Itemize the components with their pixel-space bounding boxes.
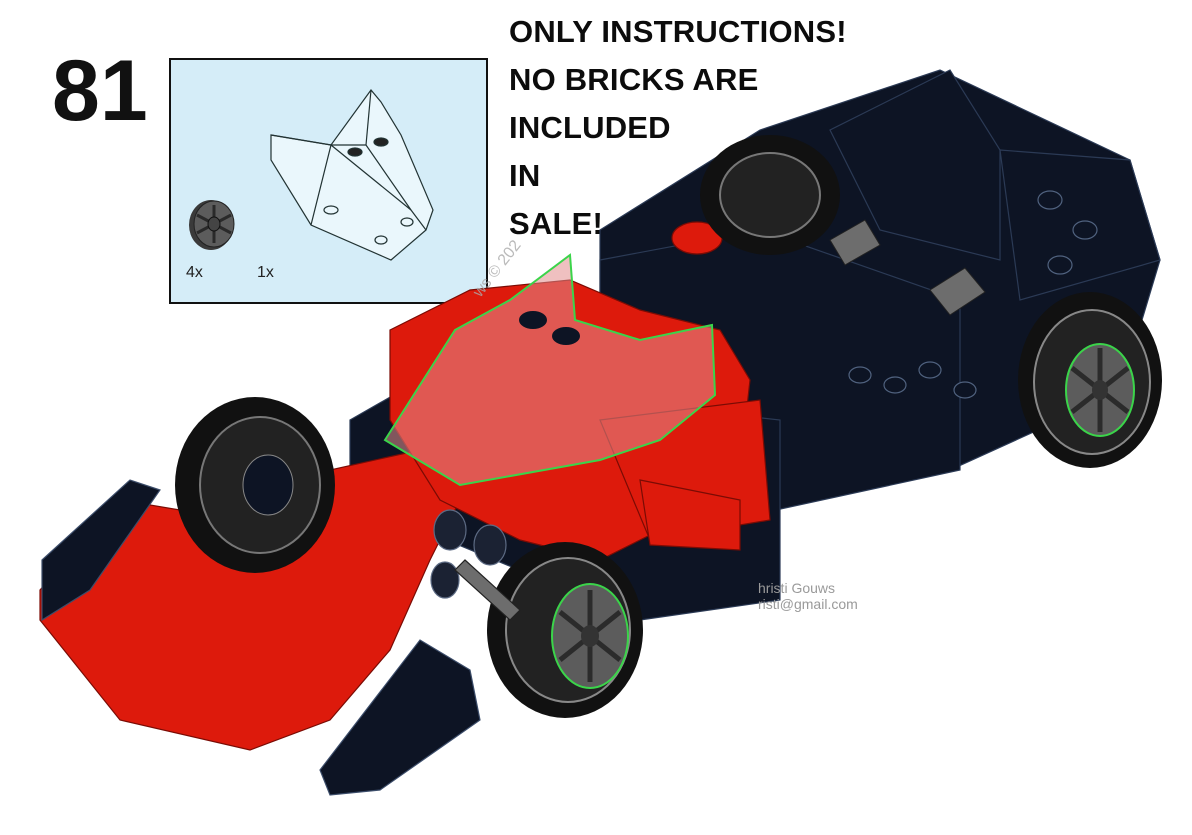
car-studs <box>848 190 1098 399</box>
notice-line: INCLUDED <box>509 110 671 145</box>
sale-notice: ONLY INSTRUCTIONS! NO BRICKS ARE INCLUDE… <box>509 8 847 248</box>
car-windscreen <box>383 253 717 487</box>
front-left-wheel <box>175 397 335 573</box>
notice-line: SALE! <box>509 206 603 241</box>
wheel-hub-icon <box>189 200 235 250</box>
credit-email: risti@gmail.com <box>758 596 858 612</box>
step-number: 81 <box>52 43 148 139</box>
front-suspension <box>430 509 521 621</box>
car-connectors <box>829 219 986 316</box>
rear-right-wheel <box>1018 292 1162 468</box>
credit-name: hristi Gouws <box>758 580 836 596</box>
notice-line: ONLY INSTRUCTIONS! <box>509 14 847 49</box>
wheel-hub-quantity: 4x <box>186 264 203 281</box>
rear-left-wheel <box>700 135 840 255</box>
windscreen-quantity: 1x <box>257 264 274 281</box>
front-right-wheel <box>487 542 643 718</box>
front-wing-endplates <box>41 479 481 796</box>
windscreen-icon <box>270 89 434 261</box>
parts-callout-art <box>189 89 434 261</box>
notice-line: NO BRICKS ARE <box>509 62 759 97</box>
notice-line: IN <box>509 158 541 193</box>
parts-callout: 4x 1x <box>169 58 488 304</box>
